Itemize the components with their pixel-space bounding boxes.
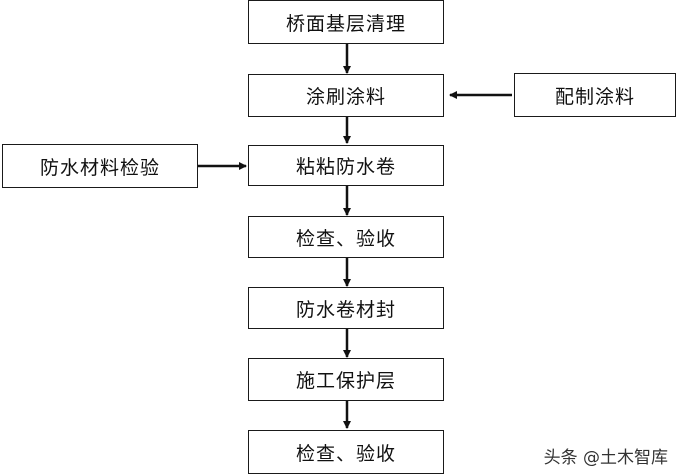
step-inspection-acceptance-2: 检查、验收 <box>248 430 444 474</box>
side-prepare-coating: 配制涂料 <box>514 73 676 117</box>
step-protective-layer: 施工保护层 <box>248 358 444 401</box>
step-bond-waterproof-roll: 粘粘防水卷 <box>248 145 444 186</box>
step-apply-coating: 涂刷涂料 <box>248 74 444 117</box>
step-bridge-deck-cleaning: 桥面基层清理 <box>248 0 444 44</box>
step-inspection-acceptance-1: 检查、验收 <box>248 216 444 258</box>
side-material-inspection: 防水材料检验 <box>2 144 198 188</box>
step-waterproof-roll-sealing: 防水卷材封 <box>248 287 444 329</box>
watermark: 头条 @土木智库 <box>543 448 668 468</box>
